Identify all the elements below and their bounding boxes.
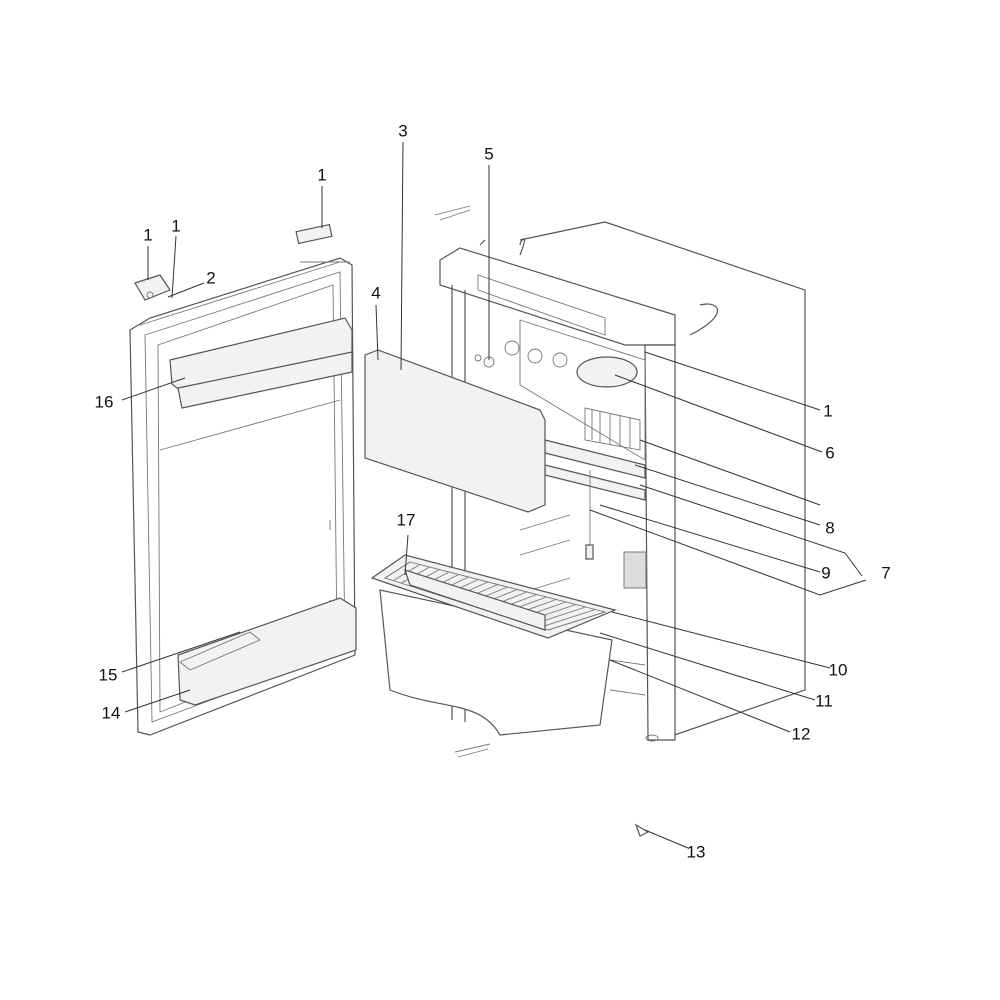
callout-8: 8 bbox=[825, 518, 835, 538]
callout-9: 9 bbox=[821, 563, 831, 583]
callout-1-top-hinge: 1 bbox=[317, 165, 327, 185]
callout-14: 14 bbox=[101, 703, 121, 723]
cabinet bbox=[439, 221, 806, 742]
shelf-wire bbox=[539, 609, 596, 628]
crisper-drawer bbox=[370, 554, 617, 736]
callout-3: 3 bbox=[398, 121, 408, 141]
callout-11: 11 bbox=[815, 691, 833, 711]
shelf-wire bbox=[547, 611, 606, 631]
callout-6: 6 bbox=[825, 443, 835, 463]
shelf-cover-panel bbox=[364, 349, 546, 513]
hinge-parts bbox=[134, 205, 650, 837]
leader-lines bbox=[121, 141, 867, 849]
door bbox=[129, 257, 357, 736]
callout-16: 16 bbox=[94, 392, 114, 412]
callout-1-left-hinge: 1 bbox=[143, 225, 153, 245]
callout-10: 10 bbox=[828, 660, 848, 680]
callout-13: 13 bbox=[686, 842, 706, 862]
callout-7: 7 bbox=[881, 563, 891, 583]
callout-1-left-hinge-pin: 1 bbox=[171, 216, 181, 236]
callout-12: 12 bbox=[791, 724, 811, 744]
callout-4: 4 bbox=[371, 283, 381, 303]
callout-5: 5 bbox=[484, 144, 494, 164]
callout-2: 2 bbox=[206, 268, 216, 288]
callout-17: 17 bbox=[396, 510, 416, 530]
callout-15: 15 bbox=[98, 665, 118, 685]
callout-1-right: 1 bbox=[823, 401, 833, 421]
